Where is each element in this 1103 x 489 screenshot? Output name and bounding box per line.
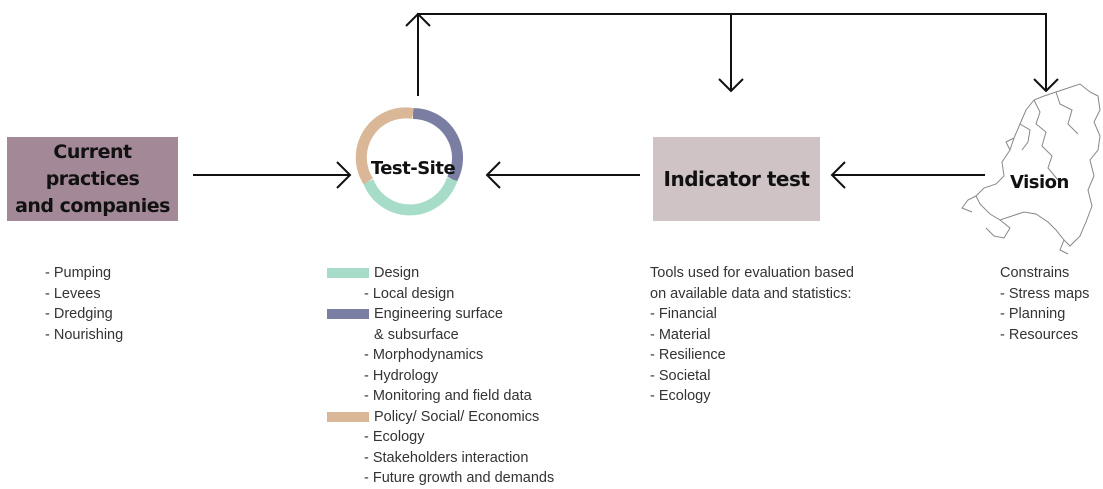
indicator-list: Tools used for evaluation based on avail…	[650, 263, 854, 407]
legend-label: Engineering surface	[374, 306, 503, 322]
netherlands-map-icon	[961, 83, 1101, 255]
list-item: - Stress maps	[1000, 285, 1090, 302]
arrow-indicator-to-testsite-head	[485, 161, 501, 189]
list-item: - Material	[650, 326, 711, 343]
list-item: - Societal	[650, 367, 711, 384]
policy-swatch	[327, 411, 369, 422]
list-item: - Hydrology	[327, 366, 554, 387]
list-item: - Resilience	[650, 347, 726, 363]
list-item: - Future growth and demands	[327, 468, 554, 489]
list-item: - Ecology	[327, 427, 554, 448]
list-item: Tools used for evaluation based	[650, 265, 854, 281]
indicator-test-label: Indicator test	[663, 167, 810, 191]
legend-item-policy: Policy/ Social/ Economics	[327, 407, 554, 428]
list-item: - Planning	[1000, 306, 1066, 322]
current-practices-line2: and companies	[15, 194, 170, 217]
list-item: - Stakeholders interaction	[327, 448, 554, 469]
list-item-text: - Future growth and demands	[364, 470, 555, 486]
list-item: on available data and statistics:	[650, 285, 852, 302]
vision-label: Vision	[1010, 172, 1069, 193]
list-item-text: & subsurface	[374, 326, 459, 343]
test-site-label: Test-Site	[370, 158, 456, 179]
list-item: - Nourishing	[45, 326, 124, 343]
legend-label: Policy/ Social/ Economics	[374, 408, 540, 425]
vision-list: Constrains - Stress maps - Planning - Re…	[1000, 263, 1089, 345]
list-item: - Monitoring and field data	[327, 386, 554, 407]
list-item-text: - Stakeholders interaction	[364, 449, 529, 466]
ring-segment-policy	[355, 107, 414, 185]
indicator-test-box: Indicator test	[653, 137, 820, 221]
list-item: - Pumping	[45, 265, 112, 281]
list-item-text: - Local design	[364, 285, 455, 302]
list-item: - Local design	[327, 284, 554, 305]
list-item-text: - Ecology	[364, 429, 425, 445]
list-item: - Resources	[1000, 326, 1079, 343]
list-item: Constrains	[1000, 265, 1070, 281]
ring-segment-design	[363, 177, 458, 216]
design-swatch	[327, 268, 369, 279]
list-item-text: - Monitoring and field data	[364, 388, 532, 404]
list-item: - Morphodynamics	[327, 345, 554, 366]
test-site-legend-list: Design - Local design Engineering surfac…	[327, 263, 554, 489]
feedback-up-arrowhead	[405, 12, 431, 27]
flow-arrows	[193, 12, 1059, 189]
list-item: & subsurface	[327, 325, 554, 346]
legend-label: Design	[374, 265, 420, 281]
ring-segment-engineering	[412, 108, 464, 182]
list-item: - Dredging	[45, 306, 113, 322]
current-practices-line1: Current practices	[45, 140, 140, 190]
feedback-to-indicator-head	[718, 78, 744, 93]
legend-item-engineering: Engineering surface	[327, 304, 554, 325]
list-item: - Financial	[650, 306, 717, 322]
practices-list: - Pumping - Levees - Dredging - Nourishi…	[45, 263, 123, 345]
test-site-ring	[355, 107, 464, 216]
list-item-text: - Hydrology	[364, 367, 439, 384]
arrow-practices-to-testsite-head	[336, 161, 352, 189]
arrow-vision-to-indicator-head	[830, 161, 846, 189]
legend-item-design: Design	[327, 263, 554, 284]
list-item: - Ecology	[650, 388, 711, 404]
list-item: - Levees	[45, 285, 101, 302]
current-practices-box: Current practices and companies	[7, 137, 178, 221]
feedback-to-vision-head	[1033, 78, 1059, 93]
engineering-swatch	[327, 309, 369, 320]
list-item-text: - Morphodynamics	[364, 347, 484, 363]
